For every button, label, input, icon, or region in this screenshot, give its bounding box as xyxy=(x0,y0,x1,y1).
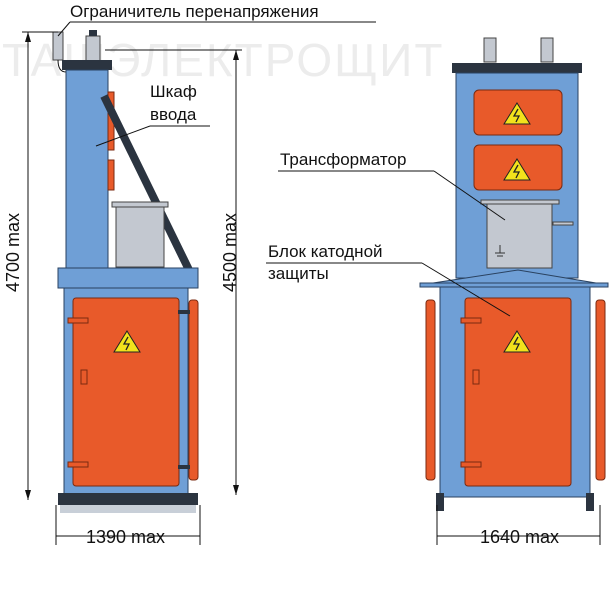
left-unit-side-view xyxy=(52,30,199,513)
input-cabinet-label-2: ввода xyxy=(150,105,197,124)
left-width-dimension: 1390 max xyxy=(86,527,165,547)
ground-symbol-icon xyxy=(495,245,505,257)
surge-arrester-label: Ограничитель перенапряжения xyxy=(70,2,319,21)
cabinet-door xyxy=(72,297,180,487)
cathodic-block-label-2: защиты xyxy=(268,264,329,283)
input-cabinet-label-1: Шкаф xyxy=(150,82,197,101)
right-width-dimension: 1640 max xyxy=(480,527,559,547)
cathodic-block-label-1: Блок катодной xyxy=(268,242,383,261)
transformer-box xyxy=(115,204,165,268)
right-dimensions: 1640 max xyxy=(436,505,601,547)
cabinet-door xyxy=(464,297,572,487)
right-unit-front-view xyxy=(419,37,609,511)
body-height-dimension: 4500 max xyxy=(220,213,240,292)
left-dimensions: 4700 max 4500 max 1390 max xyxy=(3,31,242,547)
transformer-label: Трансформатор xyxy=(280,150,406,169)
total-height-dimension: 4700 max xyxy=(3,213,23,292)
transformer-box xyxy=(486,201,553,269)
